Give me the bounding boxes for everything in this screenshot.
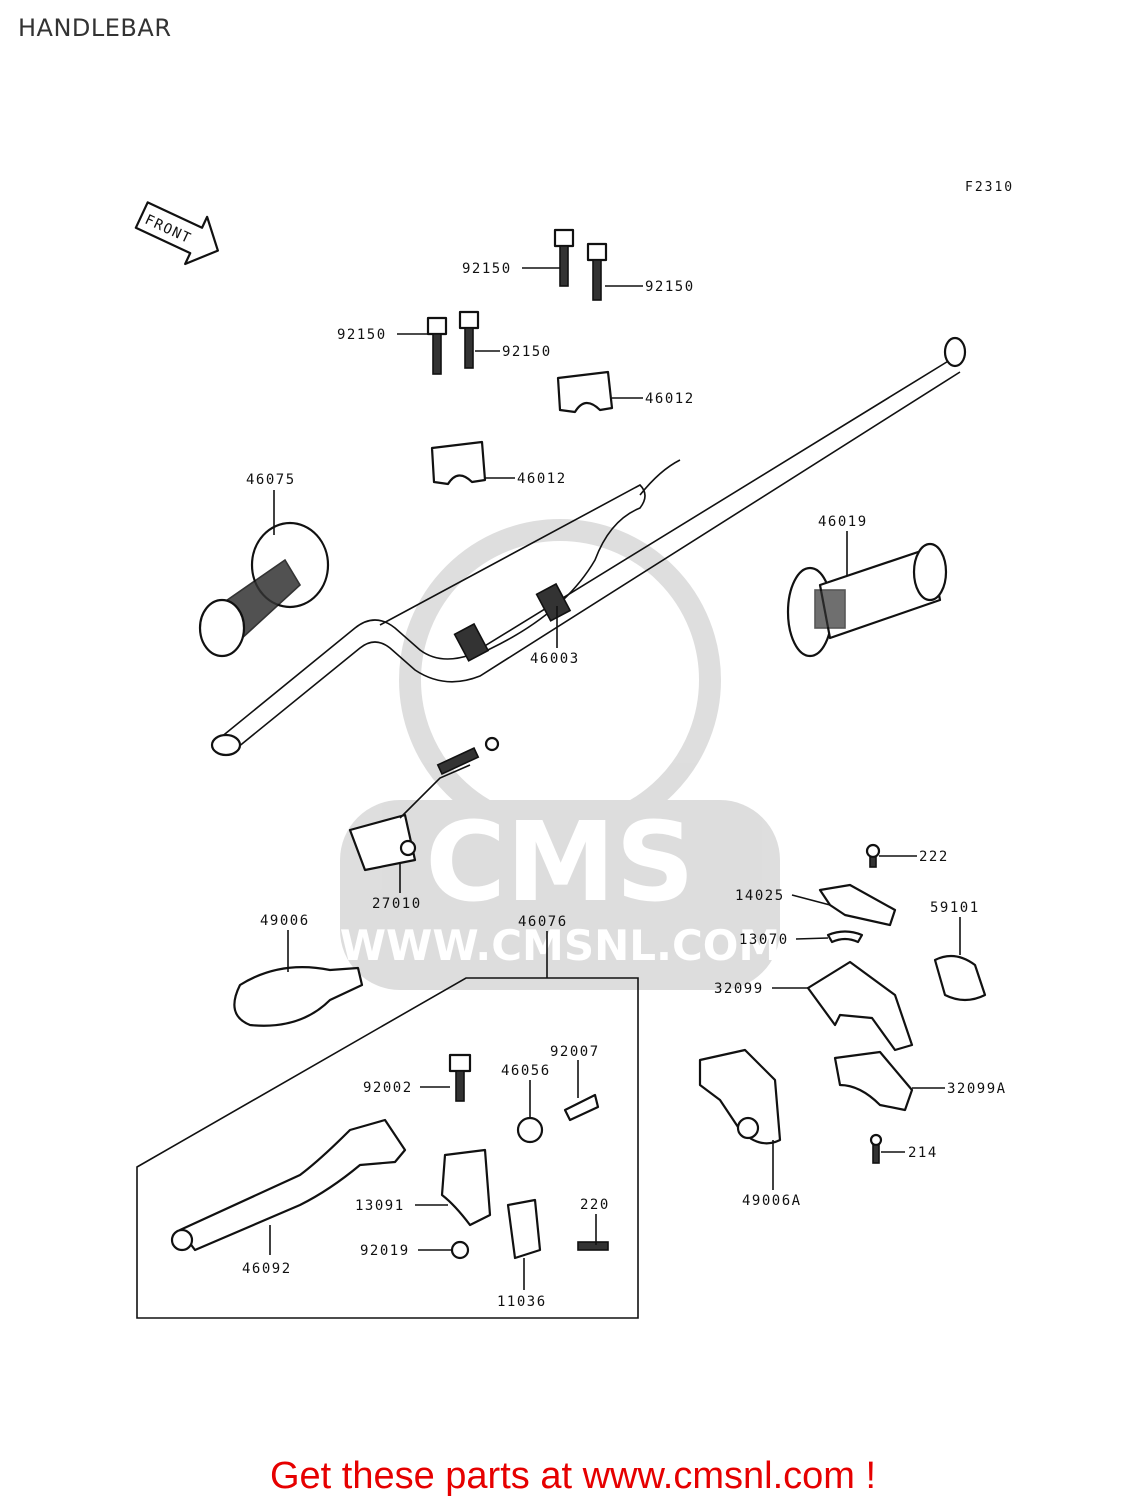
- callout-cover: 49006: [260, 913, 310, 929]
- callout-214: 214: [908, 1145, 938, 1161]
- callout-13070: 13070: [739, 932, 789, 948]
- callout-49006a: 49006A: [742, 1193, 802, 1209]
- left-grip-icon: [198, 521, 330, 658]
- callout-59101: 59101: [930, 900, 980, 916]
- callout-92002: 92002: [363, 1080, 413, 1096]
- lever-cover-icon: [233, 966, 364, 1027]
- callout-11036: 11036: [497, 1294, 547, 1310]
- callout-switch: 27010: [372, 896, 422, 912]
- figure-code: F2310: [965, 180, 1015, 195]
- callout-32099a: 32099A: [947, 1081, 1007, 1097]
- callout-14025: 14025: [735, 888, 785, 904]
- callout-labels: 92150 92150 92150 92150 46012 46012 4607…: [242, 261, 1007, 1310]
- callout-b3: 92150: [337, 327, 387, 343]
- bolt-icon: [426, 228, 608, 375]
- callout-46056: 46056: [501, 1063, 551, 1079]
- lever-bracket-icon: [440, 1053, 609, 1260]
- callout-92007: 92007: [550, 1044, 600, 1060]
- lever-icon: [170, 1118, 407, 1252]
- throttle-assembly-icon: [698, 843, 987, 1164]
- footer-link[interactable]: Get these parts at www.cmsnl.com !: [269, 1455, 877, 1497]
- callout-220: 220: [580, 1197, 610, 1213]
- callout-grip-right: 46019: [818, 514, 868, 530]
- watermark-url: WWW.CMSNL.COM: [340, 921, 781, 970]
- switch-icon: [348, 736, 500, 872]
- leader-lines: [269, 267, 961, 1290]
- callout-13091: 13091: [355, 1198, 405, 1214]
- front-arrow: FRONT: [134, 201, 219, 266]
- callout-grip-left: 46075: [246, 472, 296, 488]
- callout-b2: 92150: [645, 279, 695, 295]
- bar-holder-icon: [430, 370, 614, 486]
- callout-b4: 92150: [502, 344, 552, 360]
- lever-assembly-box: [136, 977, 639, 1319]
- callout-46092: 46092: [242, 1261, 292, 1277]
- watermark: CMS WWW.CMSNL.COM: [340, 519, 781, 990]
- callout-222: 222: [919, 849, 949, 865]
- watermark-brand: CMS: [425, 798, 694, 926]
- callout-bar: 46003: [530, 651, 580, 667]
- right-grip-icon: [786, 542, 948, 658]
- page-title: HANDLEBAR: [18, 14, 172, 42]
- handlebar-46003: [210, 336, 967, 757]
- callout-b1: 92150: [462, 261, 512, 277]
- callout-92019: 92019: [360, 1243, 410, 1259]
- callout-h2: 46012: [517, 471, 567, 487]
- callout-32099: 32099: [714, 981, 764, 997]
- callout-h1: 46012: [645, 391, 695, 407]
- callout-lever-assy: 46076: [518, 914, 568, 930]
